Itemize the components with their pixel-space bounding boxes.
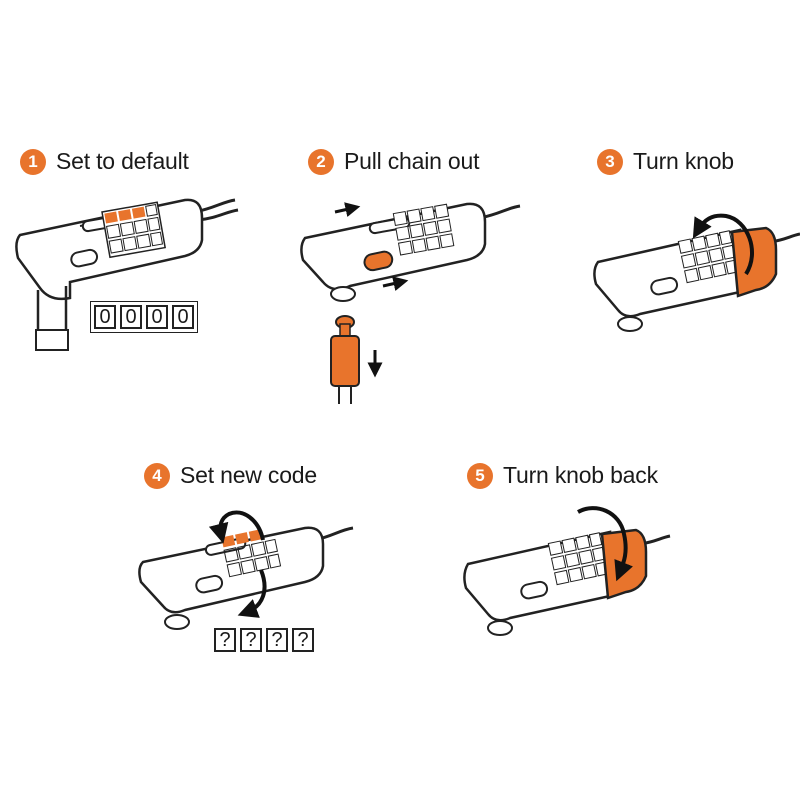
step-number-badge: 2 [308, 148, 334, 175]
step-number-badge: 1 [20, 148, 46, 175]
step-3-title: 3 Turn knob [597, 148, 734, 175]
code-digit: 0 [146, 305, 168, 329]
code-digit: ? [240, 628, 262, 652]
lock-illustration [593, 213, 800, 332]
rotate-arrow-icon [208, 510, 265, 544]
code-digit: ? [214, 628, 236, 652]
code-digit: ? [266, 628, 288, 652]
step-2-title: 2 Pull chain out [308, 148, 479, 175]
code-digit: 0 [94, 305, 116, 329]
lock-illustration [138, 510, 354, 630]
rotate-arrow-icon [577, 506, 633, 582]
step-label: Set to default [56, 148, 189, 174]
new-code-display: ? ? ? ? [214, 628, 314, 652]
rotate-arrow-icon [692, 213, 755, 276]
step-label: Turn knob [633, 148, 734, 174]
step-label: Set new code [180, 462, 317, 488]
code-digit: ? [292, 628, 314, 652]
step-label: Pull chain out [344, 148, 480, 174]
step-number-badge: 3 [597, 148, 623, 175]
lock-illustration [300, 202, 521, 404]
step-number-badge: 4 [144, 462, 170, 489]
arrow-right-icon [382, 276, 409, 291]
step-5-title: 5 Turn knob back [467, 462, 658, 489]
step-number-badge: 5 [467, 462, 493, 489]
step-label: Turn knob back [503, 462, 658, 488]
lock-illustration [15, 198, 239, 351]
rotate-arrow-icon [237, 569, 267, 618]
lock-illustration [463, 506, 671, 636]
step-1-title: 1 Set to default [20, 148, 189, 175]
step-4-title: 4 Set new code [144, 462, 317, 489]
code-digit: 0 [120, 305, 142, 329]
arrow-right-icon [334, 202, 361, 217]
default-code-display: 0 0 0 0 [90, 301, 198, 333]
code-digit: 0 [172, 305, 194, 329]
